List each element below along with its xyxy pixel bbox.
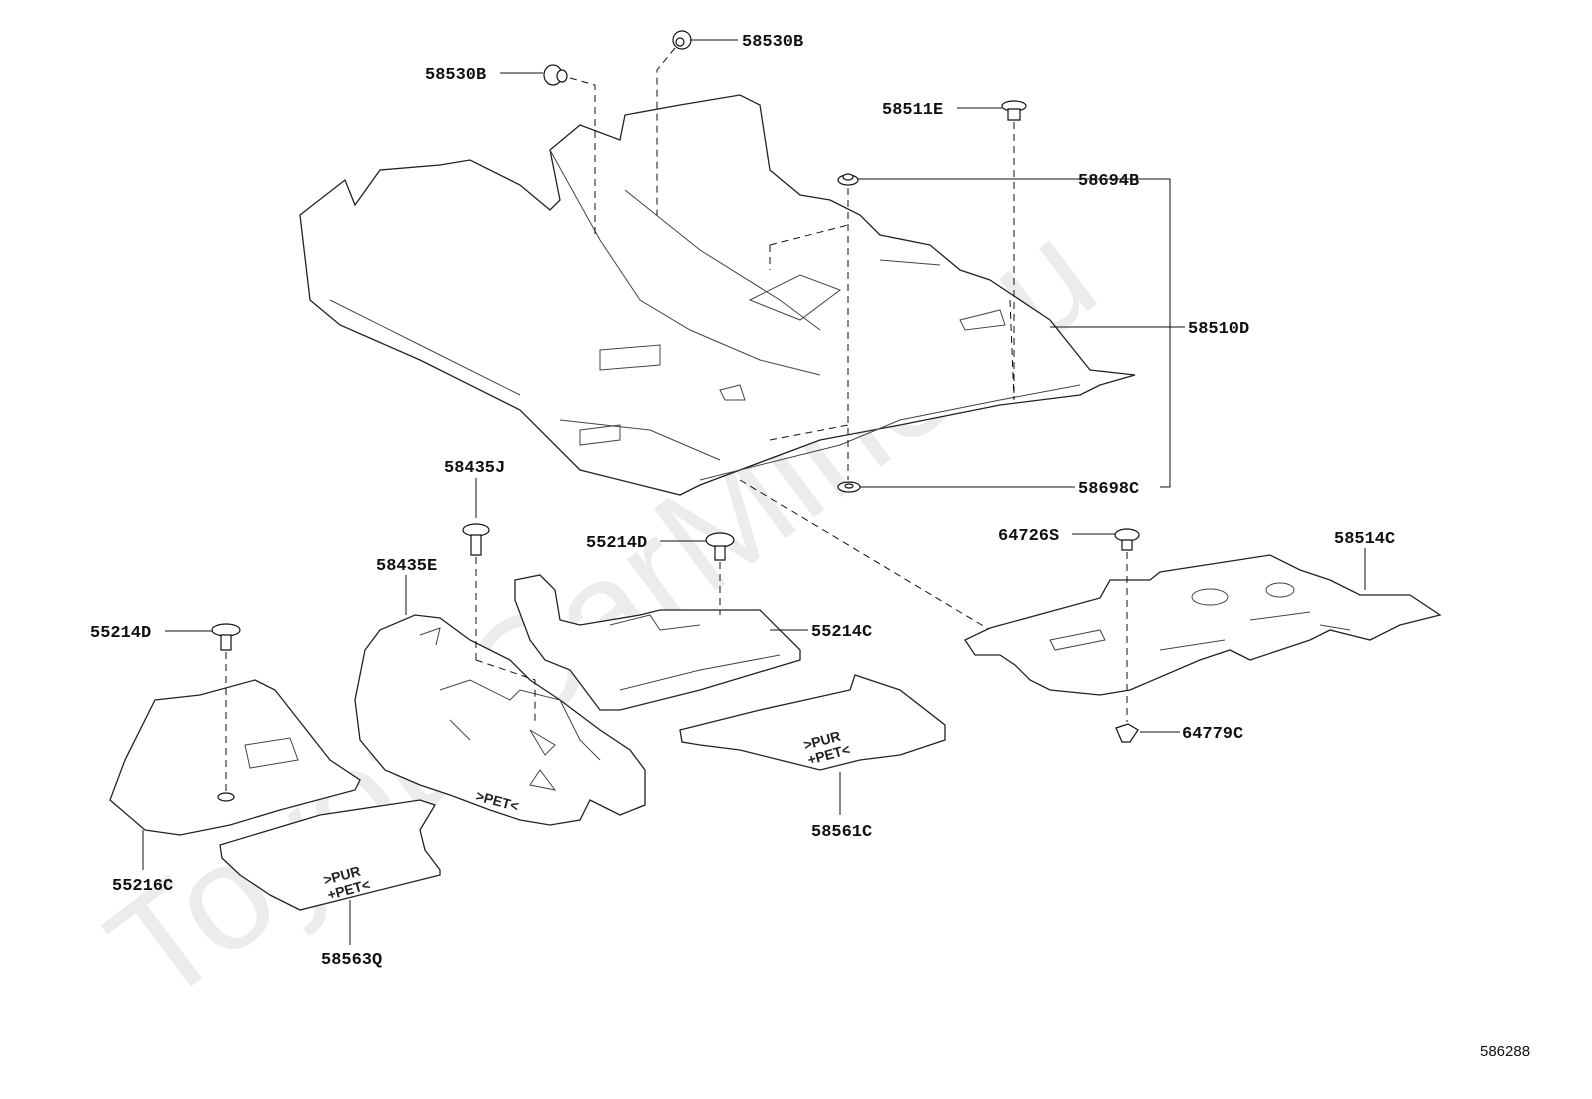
clip-58530b-left[interactable] xyxy=(543,64,568,86)
leader-58694b xyxy=(858,178,1171,488)
clip-55214d-left[interactable] xyxy=(211,623,241,651)
clip-55214d-mid[interactable] xyxy=(705,532,735,561)
label-58511e[interactable]: 58511E xyxy=(882,101,943,120)
label-58514c[interactable]: 58514C xyxy=(1334,530,1395,549)
dash-box xyxy=(769,224,1015,441)
label-55216c[interactable]: 55216C xyxy=(112,877,173,896)
label-55214c[interactable]: 55214C xyxy=(811,623,872,642)
label-58561c[interactable]: 58561C xyxy=(811,823,872,842)
clip-64779c[interactable] xyxy=(1115,723,1139,743)
mat-55214c[interactable] xyxy=(514,574,801,711)
label-64726s[interactable]: 64726S xyxy=(998,527,1059,546)
label-58694b[interactable]: 58694B xyxy=(1078,172,1139,191)
dash-to-58514c xyxy=(739,479,991,631)
insulator-58435e[interactable] xyxy=(354,614,646,826)
clip-58511e[interactable] xyxy=(1001,100,1027,121)
label-58530b-top[interactable]: 58530B xyxy=(742,33,803,52)
dash-58530b-left xyxy=(569,77,596,235)
label-55214d-mid[interactable]: 55214D xyxy=(586,534,647,553)
dash-58530b-top xyxy=(656,47,676,215)
mat-55216c[interactable] xyxy=(109,679,361,836)
floor-carpet-58510d[interactable] xyxy=(299,94,1136,496)
clip-64726s[interactable] xyxy=(1114,528,1140,551)
label-58563q[interactable]: 58563Q xyxy=(321,951,382,970)
clip-58530b-top[interactable] xyxy=(672,30,692,50)
label-58698c[interactable]: 58698C xyxy=(1078,480,1139,499)
label-58435j[interactable]: 58435J xyxy=(444,459,505,478)
label-58530b-left[interactable]: 58530B xyxy=(425,66,486,85)
label-55214d-left[interactable]: 55214D xyxy=(90,624,151,643)
clip-58435j[interactable] xyxy=(462,523,490,556)
mat-58514c[interactable] xyxy=(964,554,1442,696)
label-58510d[interactable]: 58510D xyxy=(1188,320,1249,339)
clip-58698c[interactable] xyxy=(837,481,861,493)
mat-58561c[interactable]: >PUR+PET< xyxy=(679,674,946,771)
label-64779c[interactable]: 64779C xyxy=(1182,725,1243,744)
diagram-id: 586288 xyxy=(1480,1043,1530,1060)
clip-58694b[interactable] xyxy=(837,173,859,186)
dash-58435j xyxy=(475,557,536,725)
clip-hole-55216c xyxy=(217,792,235,802)
label-58435e[interactable]: 58435E xyxy=(376,557,437,576)
mat-58563q[interactable]: >PUR+PET< xyxy=(219,799,441,911)
